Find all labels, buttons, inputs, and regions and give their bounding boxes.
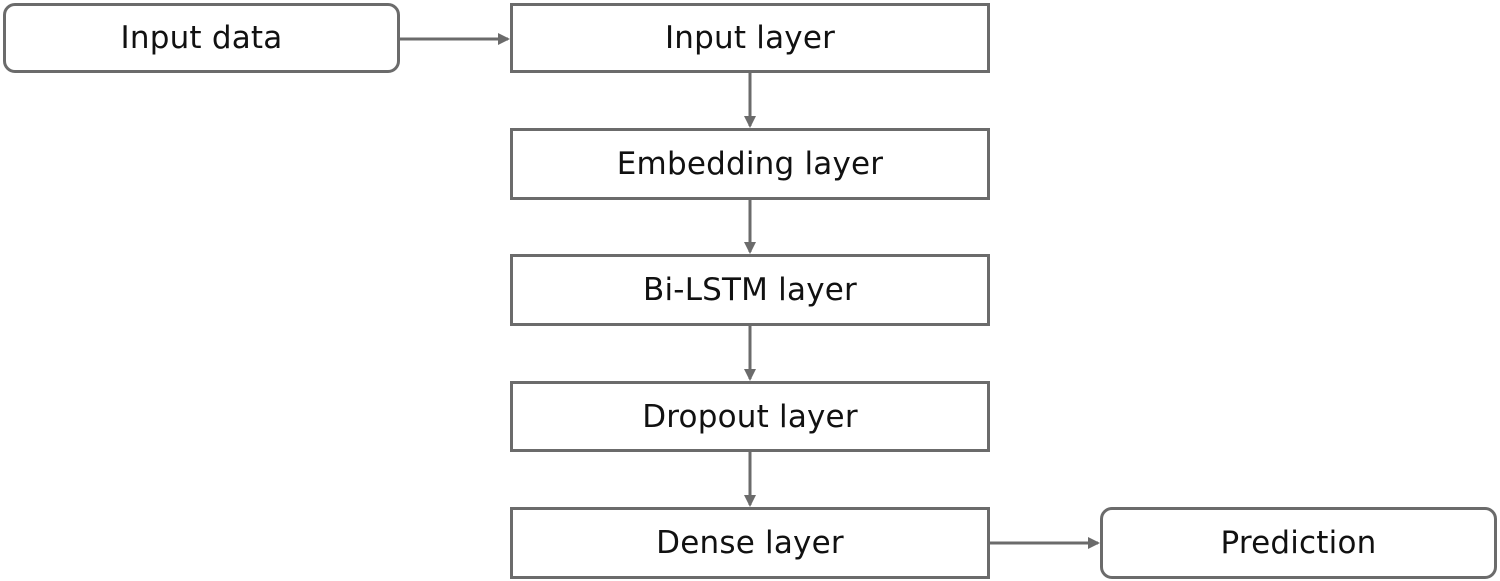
node-dropout-layer: Dropout layer [510, 381, 990, 452]
node-dropout-layer-label: Dropout layer [642, 398, 858, 435]
node-dense-layer: Dense layer [510, 507, 990, 579]
node-prediction: Prediction [1100, 507, 1497, 579]
node-embedding-layer: Embedding layer [510, 128, 990, 200]
node-input-data-label: Input data [120, 20, 283, 56]
node-embedding-layer-label: Embedding layer [616, 146, 884, 182]
node-prediction-label: Prediction [1220, 525, 1377, 561]
node-bilstm-layer: Bi-LSTM layer [510, 254, 990, 326]
node-dense-layer-label: Dense layer [656, 525, 844, 561]
node-input-data: Input data [3, 3, 400, 73]
node-bilstm-layer-label: Bi-LSTM layer [643, 272, 857, 308]
node-input-layer: Input layer [510, 3, 990, 73]
node-input-layer-label: Input layer [664, 20, 836, 56]
